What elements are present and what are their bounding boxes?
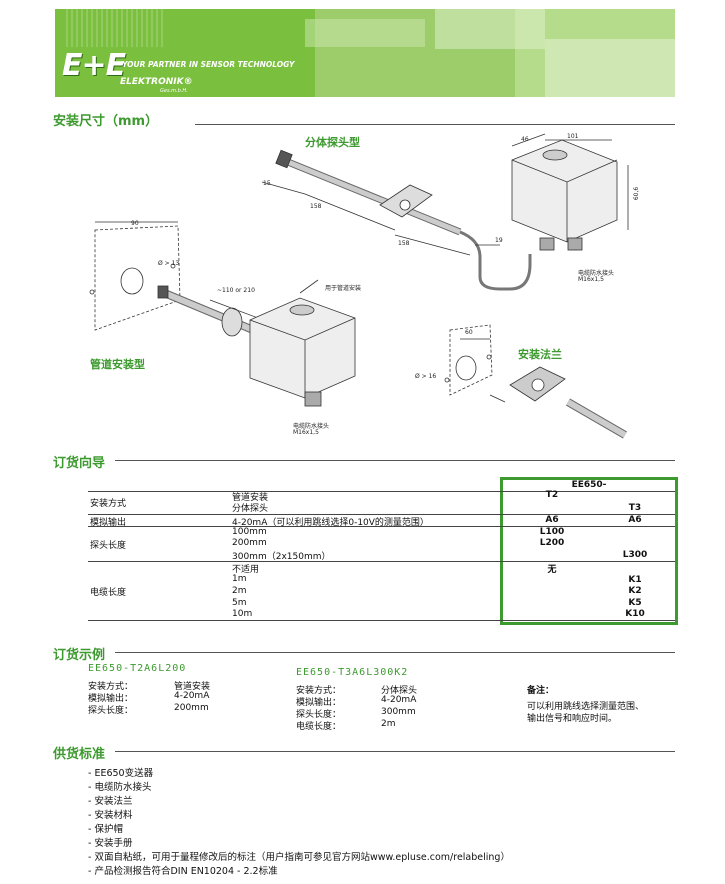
dim-60: 60	[465, 329, 473, 336]
dim-hole-13: Ø > 13	[158, 260, 180, 267]
example-2-code: EE650-T3A6L300K2	[296, 667, 409, 678]
ordering-title: 订货向导	[53, 456, 106, 471]
list-item: - 保护帽	[88, 824, 123, 835]
dim-60-6: 60,6	[633, 186, 641, 201]
dim-hole-16: Ø > 16	[415, 373, 437, 380]
cable-gland-size-2: M16x1,5	[293, 429, 319, 436]
list-item: - 安装手册	[88, 838, 133, 849]
table-row: 探头长度	[90, 541, 127, 551]
examples-rule	[115, 652, 675, 653]
ordering-rule	[115, 460, 675, 461]
dimensions-title: 安装尺寸（mm）	[53, 114, 159, 129]
cable-gland-size-1: M16x1,5	[578, 276, 604, 283]
logo-tagline: YOUR PARTNER IN SENSOR TECHNOLOGY	[122, 60, 295, 69]
list-item: - 安装法兰	[88, 796, 133, 807]
note-line: 可以利用跳线选择测量范围、	[527, 702, 645, 712]
header-banner	[55, 9, 675, 97]
list-item: - EE650变送器	[88, 768, 154, 779]
note-title: 备注：	[527, 686, 555, 696]
dimensions-rule	[195, 124, 675, 125]
dim-158-b: 158	[398, 240, 410, 247]
supply-rule	[115, 751, 675, 752]
example-1-code: EE650-T2A6L200	[88, 663, 187, 674]
dim-101: 101	[567, 133, 579, 140]
list-item: - 产品检测报告符合DIN EN10204 - 2.2标准	[88, 866, 278, 877]
cable-gland-note-2: 电缆防水接头	[293, 423, 330, 430]
list-item: - 电缆防水接头	[88, 782, 152, 793]
dim-158-a: 158	[310, 203, 322, 210]
split-probe-label: 分体探头型	[305, 136, 360, 149]
table-row: 电缆长度	[90, 588, 127, 598]
examples-title: 订货示例	[53, 648, 106, 663]
logo-brand: ELEKTRONIK®	[120, 77, 193, 87]
supply-title: 供货标准	[53, 747, 106, 762]
dim-110-210: ~110 or 210	[217, 287, 255, 294]
dim-19: 19	[495, 237, 503, 244]
logo-mark: E+E	[62, 48, 126, 83]
dimension-drawing	[89, 133, 629, 439]
table-row: 模拟输出	[90, 518, 127, 528]
logo-brand-suffix: Ges.m.b.H.	[160, 88, 188, 94]
flange-label: 安装法兰	[518, 348, 562, 361]
dim-15: 15	[263, 180, 271, 187]
dim-46: 46	[521, 136, 529, 143]
cable-gland-note-1: 电缆防水接头	[578, 270, 615, 277]
list-item: - 双面自粘纸，可用于量程修改后的标注（用户指南可参见官方网站www.eplus…	[88, 852, 510, 863]
model-code: EE650-	[571, 480, 607, 490]
note-line: 输出信号和响应时间。	[527, 714, 618, 724]
duct-mount-label: 管道安装型	[90, 358, 145, 371]
code-column-frame	[500, 477, 678, 625]
list-item: - 安装材料	[88, 810, 133, 821]
duct-mount-note: 用于管道安装	[325, 285, 362, 292]
dim-90: 90	[131, 220, 139, 227]
